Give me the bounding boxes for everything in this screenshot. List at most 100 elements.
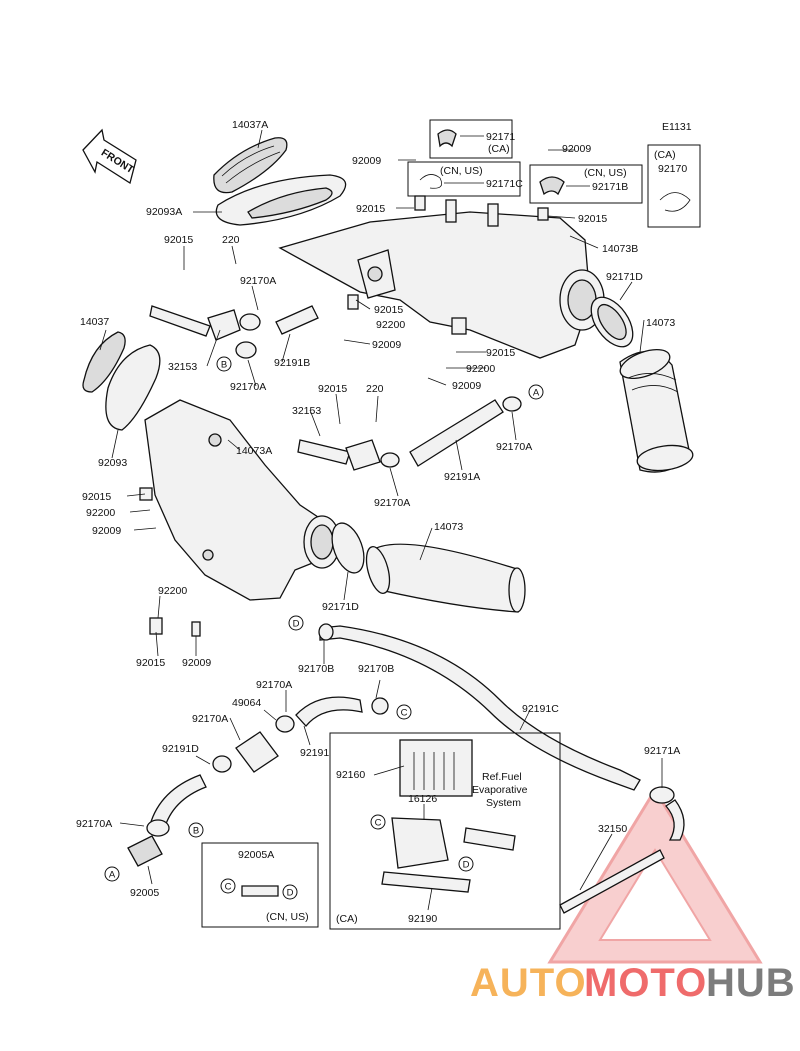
part-label: 92191C <box>522 703 559 715</box>
part-label: 92171A <box>644 745 680 757</box>
part-label: 92009 <box>182 657 211 669</box>
watermark-triangle-icon <box>547 787 763 964</box>
part-label: 92171D <box>606 271 643 283</box>
part-label: 92093 <box>98 457 127 469</box>
watermark-text-b: MOTO <box>584 961 707 1005</box>
part-label: 92171D <box>322 601 359 613</box>
callout-marker: A <box>528 384 544 400</box>
part-label: 220 <box>366 383 384 395</box>
watermark-text-c: HUB <box>706 961 796 1005</box>
callouts: A B D C A B C D C D <box>104 356 544 900</box>
part-label: 92009 <box>562 143 591 155</box>
part-label: 14073A <box>236 445 272 457</box>
note-ca: (CA) <box>336 913 358 925</box>
part-label: 92009 <box>372 339 401 351</box>
part-label: 14073 <box>646 317 675 329</box>
part-labels: 14037A 92171 92009 92009 92171C 92171B 9… <box>76 119 687 925</box>
part-label: 14037 <box>80 316 109 328</box>
part-label: 92170A <box>496 441 532 453</box>
watermark-text-a: AUTO <box>470 961 587 1005</box>
part-label: 14073B <box>602 243 638 255</box>
intake-box-upper <box>278 195 605 359</box>
part-label: 49064 <box>232 697 261 709</box>
part-label: 14037A <box>232 119 268 131</box>
part-label: 92200 <box>86 507 115 519</box>
part-label: 92009 <box>92 525 121 537</box>
part-label: 92015 <box>164 234 193 246</box>
part-label: 92009 <box>452 380 481 392</box>
part-label: 32150 <box>598 823 627 835</box>
part-label: 92170A <box>192 713 228 725</box>
part-label: 92191D <box>162 743 199 755</box>
part-label: 92015 <box>374 304 403 316</box>
part-label: 92009 <box>352 155 381 167</box>
leader-lines <box>99 129 663 911</box>
part-label: 92191A <box>444 471 480 483</box>
part-label: 92170B <box>298 663 334 675</box>
part-label: 92160 <box>336 769 365 781</box>
part-label: 92171 <box>486 131 515 143</box>
part-label: 92170 <box>658 163 687 175</box>
part-label: 32153 <box>292 405 321 417</box>
part-label: 92005A <box>238 849 274 861</box>
part-label: 92200 <box>158 585 187 597</box>
breather-tubes <box>149 305 522 471</box>
svg-text:D: D <box>463 860 470 871</box>
part-label: 92171C <box>486 178 523 190</box>
part-label: 16126 <box>408 793 437 805</box>
ref-note-line: System <box>486 797 521 809</box>
cn-us-box <box>201 842 319 928</box>
fuel-evap-box <box>329 732 561 930</box>
svg-text:C: C <box>225 882 232 893</box>
svg-text:C: C <box>401 708 408 719</box>
part-label: 92005 <box>130 887 159 899</box>
callout-marker: A <box>104 866 120 882</box>
front-arrow-icon: FRONT <box>82 128 137 185</box>
callout-marker: D <box>458 856 474 872</box>
svg-text:A: A <box>109 870 116 881</box>
svg-text:A: A <box>533 388 540 399</box>
svg-text:D: D <box>287 888 294 899</box>
part-label: 92170B <box>358 663 394 675</box>
callout-marker: D <box>288 615 304 631</box>
svg-text:D: D <box>293 619 300 630</box>
watermark-logo: AUTO MOTO HUB <box>470 961 796 1005</box>
callout-marker: D <box>282 884 298 900</box>
part-label: 92015 <box>136 657 165 669</box>
part-label: 92093A <box>146 206 182 218</box>
part-label: 92015 <box>356 203 385 215</box>
inset-boxes <box>407 119 701 228</box>
diagram-code: E1131 <box>662 121 692 133</box>
svg-text:C: C <box>375 818 382 829</box>
air-filter-top <box>213 137 347 226</box>
ref-note-line: Ref.Fuel <box>482 771 522 783</box>
air-filter-left <box>82 331 161 431</box>
part-label: 92190 <box>408 913 437 925</box>
ref-note-line: Evaporative <box>472 784 528 796</box>
callout-marker: B <box>216 356 232 372</box>
intake-box-lower <box>139 399 526 637</box>
note-cn-us: (CN, US) <box>440 165 483 177</box>
part-label: 92170A <box>230 381 266 393</box>
notes: (CA) (CN, US) (CN, US) (CA) (CA) (CN, US… <box>266 143 676 925</box>
note-cn-us: (CN, US) <box>584 167 627 179</box>
callout-marker: C <box>370 814 386 830</box>
part-label: 92191B <box>274 357 310 369</box>
note-ca: (CA) <box>654 149 676 161</box>
part-label: 92170A <box>76 818 112 830</box>
part-label: 14073 <box>434 521 463 533</box>
part-label: 92200 <box>466 363 495 375</box>
part-label: 92170A <box>256 679 292 691</box>
part-label: 92191 <box>300 747 329 759</box>
part-label: 92170A <box>374 497 410 509</box>
callout-marker: C <box>396 704 412 720</box>
part-label: 92171B <box>592 181 628 193</box>
callout-marker: C <box>220 878 236 894</box>
svg-text:B: B <box>221 360 227 371</box>
part-label: 92015 <box>486 347 515 359</box>
part-label: 32153 <box>168 361 197 373</box>
svg-text:B: B <box>193 826 199 837</box>
callout-marker: B <box>188 822 204 838</box>
part-label: 92015 <box>578 213 607 225</box>
